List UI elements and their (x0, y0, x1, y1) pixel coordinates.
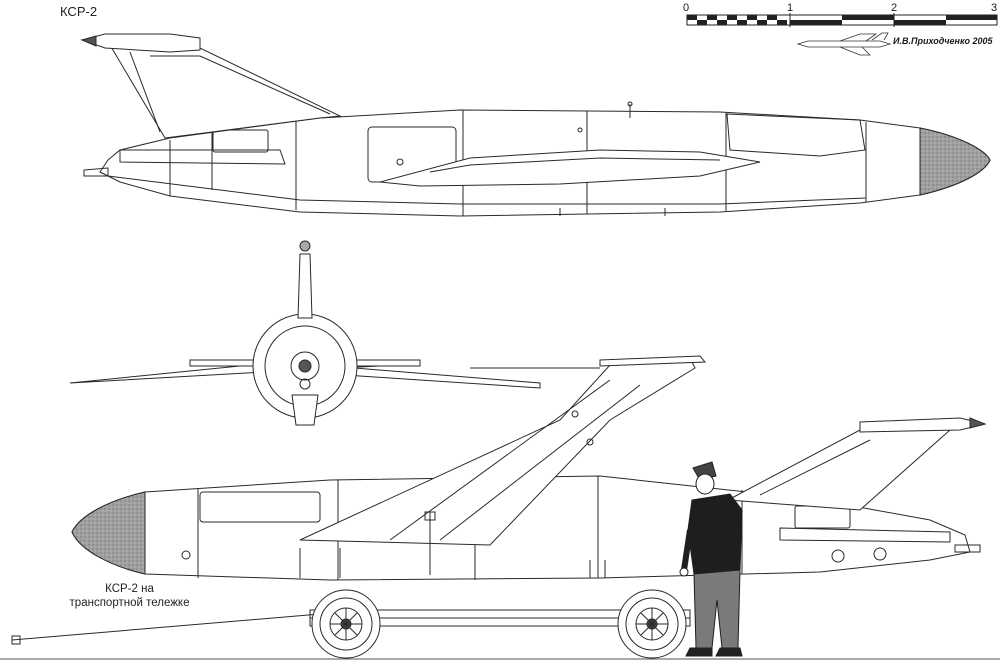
author-credit: И.В.Приходченко 2005 (893, 36, 993, 46)
scale-label-2: 2 (891, 2, 898, 14)
side-view-top (80, 33, 991, 217)
drawing-caption: КСР-2 на транспортной тележке (62, 582, 197, 610)
scale-bar (686, 13, 998, 27)
front-view (69, 240, 541, 426)
trolley-wheel-rear (311, 589, 381, 659)
plan-silhouette (796, 32, 892, 56)
drawing-title: КСР-2 (60, 4, 98, 19)
caption-line-2: транспортной тележке (69, 597, 190, 609)
side-view-bottom (71, 355, 987, 581)
scale-label-0: 0 (683, 2, 690, 14)
human-figure (679, 461, 743, 657)
scale-label-3: 3 (991, 2, 998, 14)
caption-line-1: КСР-2 на (105, 583, 154, 595)
trolley-wheel-front (617, 589, 687, 659)
transport-trolley (0, 548, 1000, 660)
scale-label-1: 1 (787, 2, 794, 14)
